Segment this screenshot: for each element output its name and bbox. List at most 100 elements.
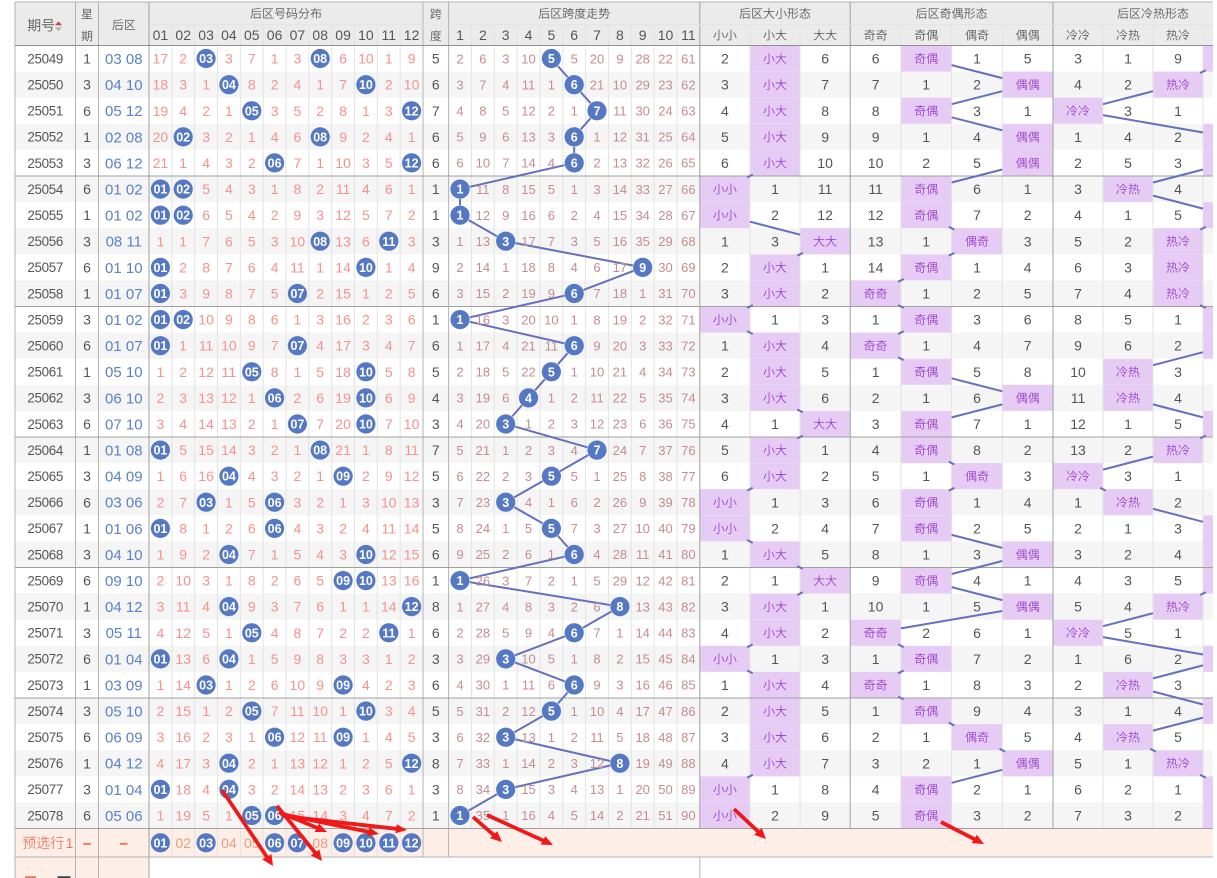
svg-text:4: 4 [525, 495, 532, 510]
svg-text:7: 7 [548, 234, 555, 249]
svg-text:25059: 25059 [27, 312, 63, 327]
svg-text:1: 1 [1074, 494, 1082, 510]
svg-text:13: 13 [521, 730, 535, 745]
svg-text:1: 1 [385, 651, 393, 667]
svg-text:10: 10 [359, 365, 373, 379]
svg-text:06: 06 [268, 836, 282, 850]
svg-text:5: 5 [179, 442, 187, 458]
svg-text:1: 1 [271, 547, 279, 563]
svg-text:34: 34 [658, 365, 672, 380]
svg-text:4: 4 [271, 259, 279, 275]
svg-text:3: 3 [248, 781, 256, 797]
svg-text:1: 1 [83, 442, 91, 458]
svg-text:4: 4 [385, 338, 393, 354]
svg-text:4: 4 [548, 156, 555, 171]
svg-text:16: 16 [404, 573, 420, 589]
svg-text:7: 7 [525, 573, 532, 588]
svg-text:18: 18 [635, 730, 649, 745]
svg-text:1: 1 [1124, 51, 1132, 67]
svg-text:05: 05 [245, 809, 259, 823]
svg-text:13: 13 [381, 573, 397, 589]
svg-text:25075: 25075 [27, 730, 63, 745]
svg-text:5: 5 [639, 391, 646, 406]
svg-text:2: 2 [1024, 808, 1032, 824]
svg-text:13: 13 [613, 156, 627, 171]
svg-text:09: 09 [335, 27, 351, 43]
svg-text:1: 1 [83, 599, 91, 615]
svg-text:5: 5 [1124, 625, 1132, 641]
svg-text:1: 1 [922, 729, 930, 745]
svg-text:6: 6 [432, 129, 440, 145]
svg-text:4: 4 [721, 416, 729, 432]
svg-text:3: 3 [432, 781, 440, 797]
svg-text:2: 2 [973, 77, 981, 93]
svg-text:13: 13 [404, 494, 420, 510]
svg-text:1: 1 [922, 129, 930, 145]
svg-text:10: 10 [635, 521, 649, 536]
svg-text:4: 4 [548, 626, 555, 641]
svg-text:01 02: 01 02 [105, 312, 143, 329]
svg-text:78: 78 [681, 495, 695, 510]
svg-text:3: 3 [83, 703, 91, 719]
svg-text:3: 3 [432, 233, 440, 249]
svg-text:5: 5 [616, 730, 623, 745]
svg-text:5: 5 [1174, 573, 1182, 589]
svg-text:14: 14 [590, 808, 604, 823]
svg-text:1: 1 [548, 547, 555, 562]
svg-text:9: 9 [593, 678, 600, 693]
svg-text:6: 6 [1124, 338, 1132, 354]
svg-text:05 10: 05 10 [105, 704, 143, 721]
svg-text:4: 4 [202, 155, 210, 171]
svg-text:7: 7 [316, 625, 324, 641]
svg-text:2: 2 [973, 286, 981, 302]
svg-text:2: 2 [502, 286, 509, 301]
svg-text:3: 3 [1024, 233, 1032, 249]
svg-text:3: 3 [1174, 364, 1182, 380]
svg-text:6: 6 [202, 651, 210, 667]
svg-text:5: 5 [548, 52, 555, 66]
svg-text:3: 3 [1124, 808, 1132, 824]
svg-text:1: 1 [157, 468, 165, 484]
svg-text:1: 1 [721, 547, 729, 563]
svg-text:47: 47 [658, 704, 672, 719]
svg-text:3: 3 [973, 547, 981, 563]
svg-text:4: 4 [1174, 390, 1182, 406]
svg-text:11: 11 [1071, 390, 1086, 406]
svg-text:14: 14 [521, 756, 535, 771]
svg-text:2: 2 [872, 390, 880, 406]
svg-text:25049: 25049 [27, 51, 63, 66]
svg-text:3: 3 [179, 390, 187, 406]
svg-text:6: 6 [571, 339, 578, 353]
svg-text:5: 5 [225, 207, 233, 223]
svg-text:3: 3 [432, 729, 440, 745]
svg-text:1: 1 [83, 207, 91, 223]
svg-text:25: 25 [658, 130, 672, 145]
svg-text:5: 5 [432, 364, 440, 380]
svg-text:27: 27 [476, 599, 490, 614]
svg-text:4: 4 [225, 181, 233, 197]
svg-text:25074: 25074 [27, 704, 64, 719]
svg-text:35: 35 [658, 391, 672, 406]
svg-text:4: 4 [408, 703, 416, 719]
svg-text:8: 8 [973, 442, 981, 458]
svg-text:6: 6 [456, 730, 463, 745]
svg-text:04: 04 [222, 78, 236, 92]
svg-text:1: 1 [83, 129, 91, 145]
svg-text:10: 10 [590, 365, 604, 380]
svg-text:6: 6 [432, 625, 440, 641]
svg-text:9: 9 [408, 51, 416, 67]
svg-text:18: 18 [476, 365, 490, 380]
svg-text:13: 13 [198, 390, 214, 406]
svg-text:4: 4 [525, 391, 532, 405]
svg-text:10: 10 [404, 416, 420, 432]
svg-text:5: 5 [593, 234, 600, 249]
svg-text:25: 25 [613, 469, 627, 484]
svg-text:5: 5 [1024, 51, 1032, 67]
svg-text:04: 04 [222, 757, 236, 771]
svg-text:33: 33 [635, 182, 649, 197]
svg-text:1: 1 [771, 573, 779, 589]
svg-text:1: 1 [922, 286, 930, 302]
svg-text:3: 3 [83, 390, 91, 406]
svg-text:13: 13 [590, 782, 604, 797]
svg-text:5: 5 [432, 51, 440, 67]
